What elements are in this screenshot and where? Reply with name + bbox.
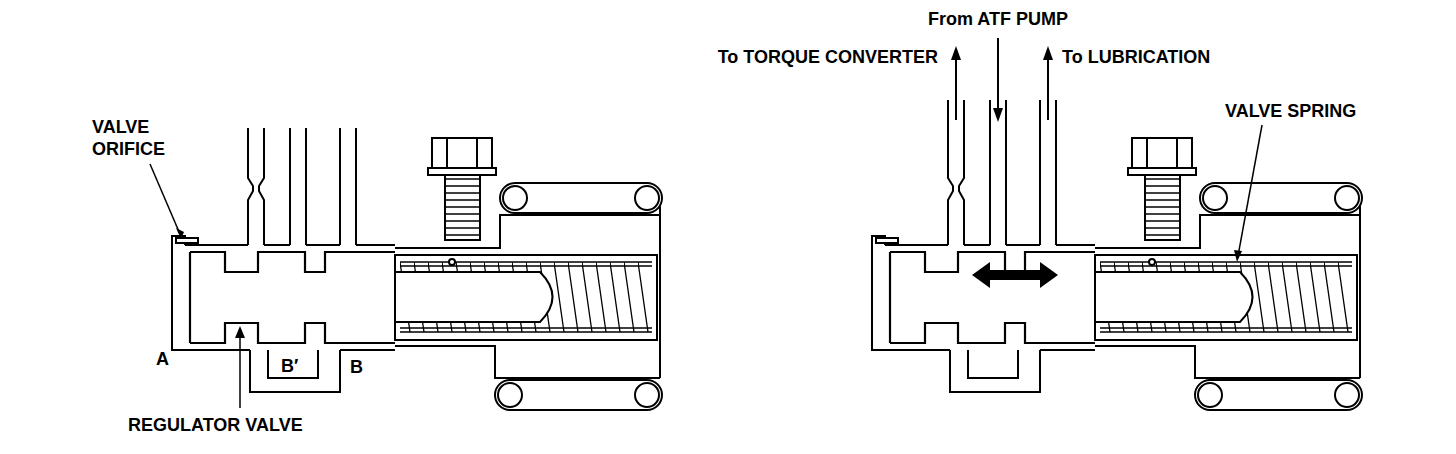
port-letter: A [156,348,169,370]
port-letter: B [350,356,363,378]
part-label: VALVE ORIFICE [92,116,184,160]
flow-label: To TORQUE CONVERTER [718,46,938,68]
flow-label: To LUBRICATION [1062,46,1210,68]
part-label: VALVE SPRING [1225,100,1356,122]
port-letter: B′ [281,355,298,377]
part-label: REGULATOR VALVE [128,414,303,436]
flow-label: From ATF PUMP [928,8,1068,30]
